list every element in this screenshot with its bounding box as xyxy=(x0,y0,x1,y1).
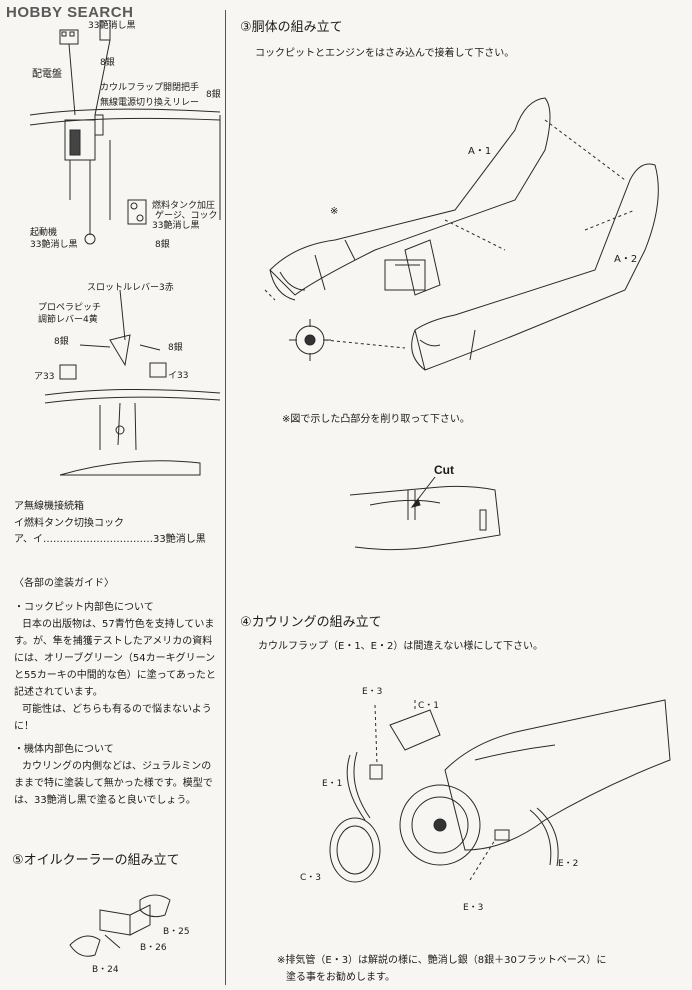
label-a1: A・1 xyxy=(468,146,492,157)
label-e2: E・2 xyxy=(558,859,579,869)
cowling-assembly-diagram xyxy=(329,699,671,883)
label-e1: E・1 xyxy=(322,779,343,789)
label-silver-1: 8銀 xyxy=(100,58,115,68)
section4-instruction: カウルフラップ（E・1、E・2）は間違えない様にして下さい。 xyxy=(258,641,544,652)
watermark-logo: HOBBY SEARCH xyxy=(6,4,134,21)
label-e3-top: E・3 xyxy=(362,687,383,697)
guide-cockpit-line: と55カーキの中間的な色）に塗ってあったと xyxy=(14,670,216,681)
fuselage-assembly-diagram xyxy=(264,97,659,371)
label-fuel-gauge-1: 燃料タンク加圧 xyxy=(152,201,216,211)
guide-cockpit-line: 可能性は、どちらも有るので悩まないよう xyxy=(22,704,212,715)
guide-interior-title: ・機体内部色について xyxy=(14,744,114,755)
tag-i-33: イ33 xyxy=(168,371,189,381)
section3-title: ③胴体の組み立て xyxy=(240,20,343,35)
label-prop-pitch-2: 調節レバー4黄 xyxy=(38,315,98,325)
guide-interior-line: は、33艶消し黒で塗ると良いでしょう。 xyxy=(14,795,196,806)
legend-i: イ燃料タンク切換コック xyxy=(14,518,124,529)
mark-asterisk: ※ xyxy=(330,206,339,217)
label-switchboard: 配電盤 xyxy=(32,69,62,80)
guide-cockpit-title: ・コックピット内部色について xyxy=(14,602,154,613)
guide-cockpit-line: 記述されています。 xyxy=(14,687,103,698)
guide-interior-line: ままで特に塗装して無かった様です。模型で xyxy=(14,778,213,789)
guide-interior-line: カウリングの内側などは、ジュラルミンの xyxy=(22,761,212,772)
label-b25: B・25 xyxy=(163,927,190,937)
label-silver-bracket: 8銀 xyxy=(206,90,221,100)
label-starter-paint: 33艶消し黒 xyxy=(30,240,78,250)
cockpit-panel-diagram xyxy=(29,20,221,245)
oil-cooler-diagram xyxy=(69,894,171,957)
label-c3: C・3 xyxy=(300,873,322,883)
legend-a: ア無線機接続箱 xyxy=(14,501,84,512)
guide-cockpit-line: には、オリーブグリーン（54カーキグリーン xyxy=(14,653,216,664)
label-radio-switch-relay: 無線電源切り換えリレー xyxy=(100,98,200,108)
label-b24: B・24 xyxy=(92,965,119,975)
label-c1: C・1 xyxy=(418,701,440,711)
section4-note-line1: ※排気管（E・3）は解説の様に、艶消し銀（8銀＋30フラットベース）に xyxy=(277,955,607,966)
guide-cockpit-line: 日本の出版物は、57青竹色を支持していま xyxy=(22,619,215,630)
label-silver-starter: 8銀 xyxy=(155,240,170,250)
label-fuel-paint: 33艶消し黒 xyxy=(152,221,200,231)
label-matte-black-1: 33艶消し黒 xyxy=(88,21,136,31)
guide-cockpit-line: に！ xyxy=(14,721,34,732)
section4-note-line2: 塗る事をお勧めします。 xyxy=(286,972,395,983)
label-e3-bottom: E・3 xyxy=(463,903,484,913)
tag-a-33: ア33 xyxy=(34,372,55,382)
label-throttle: スロットルレバー3赤 xyxy=(87,283,174,293)
column-divider xyxy=(225,10,226,985)
legend-ai: ア、イ……………………………33艶消し黒 xyxy=(14,534,206,545)
section4-title: ④カウリングの組み立て xyxy=(240,615,382,630)
label-b26: B・26 xyxy=(140,943,167,953)
label-silver-right: 8銀 xyxy=(168,343,183,353)
cut-detail-diagram xyxy=(349,476,501,551)
label-cut: Cut xyxy=(434,463,454,477)
section3-instruction: コックピットとエンジンをはさみ込んで接着して下さい。 xyxy=(255,48,515,59)
label-prop-pitch-1: プロペラピッチ xyxy=(38,303,102,313)
label-a2: A・2 xyxy=(614,254,638,265)
guide-heading: 〈各部の塗装ガイド〉 xyxy=(14,578,114,589)
label-starter: 起動機 xyxy=(30,228,58,238)
label-cowl-flap-handle: カウルフラップ開閉把手 xyxy=(100,83,200,93)
label-fuel-gauge-2: ゲージ、コック xyxy=(155,211,218,221)
section3-note: ※図で示した凸部分を削り取って下さい。 xyxy=(282,414,470,425)
throttle-diagram xyxy=(44,289,221,476)
label-silver-left: 8銀 xyxy=(54,337,69,347)
section5-title: ⑤オイルクーラーの組み立て xyxy=(12,853,180,868)
guide-cockpit-line: す。が、隼を捕獲テストしたアメリカの資料 xyxy=(14,636,213,647)
